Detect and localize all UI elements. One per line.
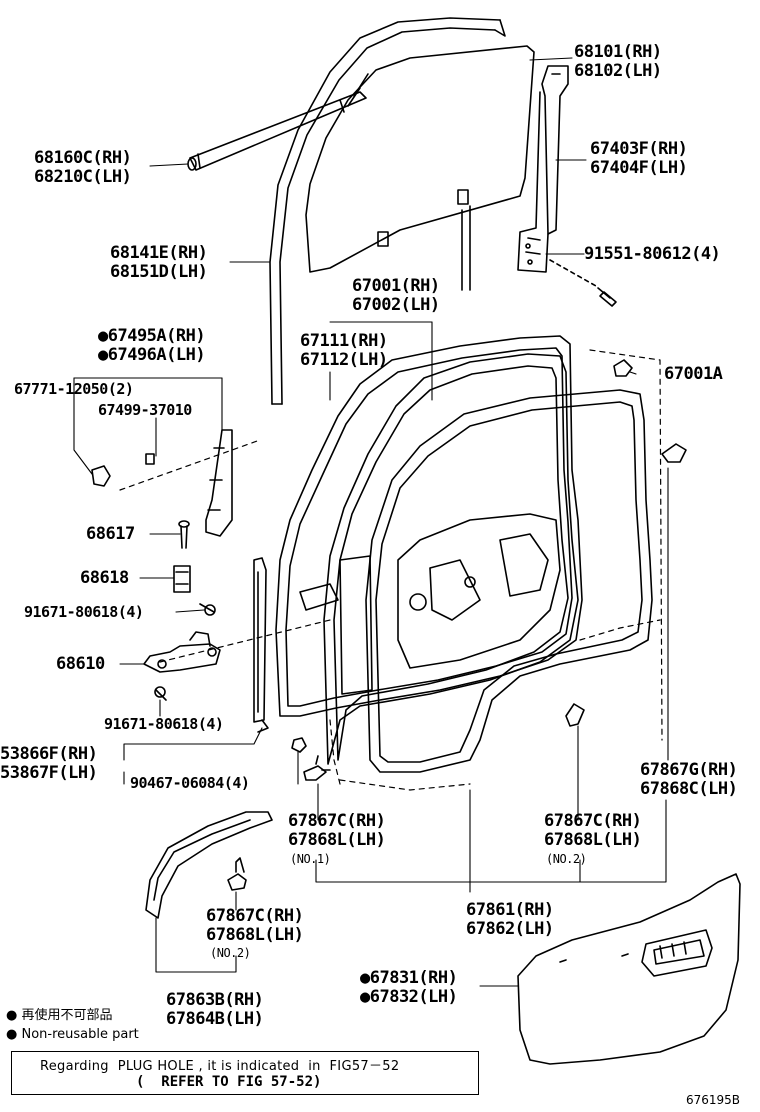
note-line-1: Regarding PLUG HOLE , it is indicated in…	[40, 1059, 400, 1074]
label-91551: 91551-80612(4)	[584, 244, 721, 264]
label-91671-b: 91671-80618(4)	[104, 715, 224, 733]
door-trim-panel	[517, 873, 741, 1065]
label-68618: 68618	[80, 568, 129, 588]
label-67771: 67771-12050(2)	[14, 380, 134, 398]
label-67499: 67499-37010	[98, 401, 192, 419]
label-67861: 67861(RH)	[466, 900, 554, 920]
label-68102: 68102(LH)	[574, 61, 662, 81]
label-67832: ●67832(LH)	[360, 987, 458, 1007]
label-no2-b: (NO.2)	[210, 946, 251, 960]
label-67111: 67111(RH)	[300, 331, 388, 351]
reference-outline	[119, 349, 663, 791]
leader-lines	[73, 57, 669, 987]
plug-hole-note: Regarding PLUG HOLE , it is indicated in…	[11, 1051, 479, 1095]
note-line-2: ( REFER TO FIG 57-52)	[136, 1074, 322, 1090]
label-67868l-no2-a: 67868L(LH)	[544, 830, 642, 850]
label-53867f: 53867F(LH)	[0, 763, 98, 783]
label-91671-a: 91671-80618(4)	[24, 603, 144, 621]
label-67867c-no1: 67867C(RH)	[288, 811, 386, 831]
label-68160c: 68160C(RH)	[34, 148, 132, 168]
label-68210c: 68210C(LH)	[34, 167, 132, 187]
label-67867c-no2-a: 67867C(RH)	[544, 811, 642, 831]
door-hinge	[154, 565, 216, 701]
door-check	[143, 631, 221, 673]
label-90467: 90467-06084(4)	[130, 774, 250, 792]
lower-seal-67863b	[145, 811, 273, 919]
label-67001a: 67001A	[664, 364, 723, 384]
label-67868l-no2-b: 67868L(LH)	[206, 925, 304, 945]
label-67863b: 67863B(RH)	[166, 990, 264, 1010]
label-67404f: 67404F(LH)	[590, 158, 688, 178]
label-68610: 68610	[56, 654, 105, 674]
label-67868l-no1: 67868L(LH)	[288, 830, 386, 850]
label-67868c: 67868C(LH)	[640, 779, 738, 799]
label-67496a: ●67496A(LH)	[98, 345, 206, 365]
label-67864b: 67864B(LH)	[166, 1009, 264, 1029]
clip-90467	[291, 737, 307, 753]
door-opening-seal-67861	[365, 389, 653, 773]
clip-67867c	[227, 359, 687, 891]
front-seal	[253, 557, 269, 733]
rear-channel	[517, 65, 569, 273]
label-67001: 67001(RH)	[352, 276, 440, 296]
legend-non-reusable: ● Non-reusable part	[6, 1027, 139, 1042]
label-67002: 67002(LH)	[352, 295, 440, 315]
door-glass	[305, 45, 535, 291]
door-handle	[91, 429, 233, 537]
label-67495a: ●67495A(RH)	[98, 326, 206, 346]
label-68151d: 68151D(LH)	[110, 262, 208, 282]
figure-reference: 676195B	[686, 1093, 741, 1107]
bolt-91551	[549, 259, 617, 307]
label-67112: 67112(LH)	[300, 350, 388, 370]
label-67403f: 67403F(RH)	[590, 139, 688, 159]
label-67831: ●67831(RH)	[360, 968, 458, 988]
label-67862: 67862(LH)	[466, 919, 554, 939]
label-no1: (NO.1)	[290, 852, 331, 866]
label-68141e: 68141E(RH)	[110, 243, 208, 263]
legend-japanese: ● 再使用不可部品	[6, 1008, 113, 1023]
glass-run-channel	[269, 17, 506, 405]
belt-weatherstrip	[187, 91, 367, 171]
label-67867g: 67867G(RH)	[640, 760, 738, 780]
label-67867c-no2-b: 67867C(RH)	[206, 906, 304, 926]
door-panel	[275, 335, 583, 717]
label-no2-a: (NO.2)	[546, 852, 587, 866]
door-weatherstrip-67111	[323, 353, 579, 765]
label-68101: 68101(RH)	[574, 42, 662, 62]
label-53866f: 53866F(RH)	[0, 744, 98, 764]
hinge-pin	[178, 520, 190, 549]
label-68617: 68617	[86, 524, 135, 544]
